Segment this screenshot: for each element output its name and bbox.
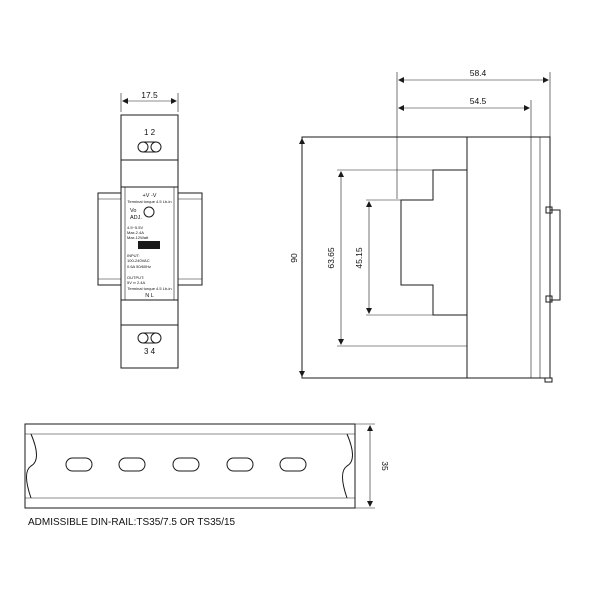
spec-current: Max.2.4A [127,230,144,235]
input-rating: 0.6A 50/60Hz [127,264,151,269]
rail-outline [24,423,356,509]
clip-notch-bottom [545,295,553,303]
side-view: 58.4 54.5 90 63.65 45.15 [289,68,561,383]
din-clip [550,209,561,301]
adj-label: ADJ. [130,215,142,221]
output-polarity-label: +V -V [143,193,157,199]
din-rail-caption: ADMISSIBLE DIN-RAIL:TS35/7.5 OR TS35/15 [28,517,236,528]
clip-notch-top [545,206,553,214]
rail-slot-2 [118,457,146,472]
rail-slot-3 [172,457,200,472]
overall-depth-label: 58.4 [470,68,487,78]
rail-height-label: 35 [380,461,390,471]
front-view: 17.5 1 2 +V -V Terminal torque 4.5 Lb-in… [97,90,203,369]
output-rating: 5V ═ 2.4A [127,280,146,285]
body-depth-label: 54.5 [470,96,487,106]
input-terminal-labels: N L [145,293,154,299]
terminal-numbers-top: 1 2 [144,128,156,137]
front-height-label: 45.15 [354,247,364,269]
width-dim-label: 17.5 [141,90,158,100]
spec-vrange: 4.5~5.5V [127,225,143,230]
torque-label-top: Terminal torque 4.5 Lb-in [127,199,171,204]
terminal-numbers-bottom: 3 4 [144,347,156,356]
din-rail-view: 35 [24,423,390,509]
adjust-potentiometer-icon [143,206,155,218]
rail-slot-5 [279,457,307,472]
output-title: OUTPUT: [127,275,144,280]
rail-slot-4 [226,457,254,472]
break-mark-left [26,433,37,499]
brand-logo [138,241,160,249]
clip-foot [544,377,553,383]
spec-power: Max.12Watt [127,235,149,240]
vo-label: Vo [130,208,136,214]
height-dim-label: 90 [289,253,299,263]
side-rear-housing [466,136,551,379]
input-title: INPUT: [127,253,140,258]
torque-label-bottom: Terminal torque 4.5 Lb-in [127,286,171,291]
input-voltage: 100-240VAC [127,258,150,263]
break-mark-right [342,433,353,499]
mid-height-label: 63.65 [326,247,336,269]
rail-slot-1 [65,457,93,472]
